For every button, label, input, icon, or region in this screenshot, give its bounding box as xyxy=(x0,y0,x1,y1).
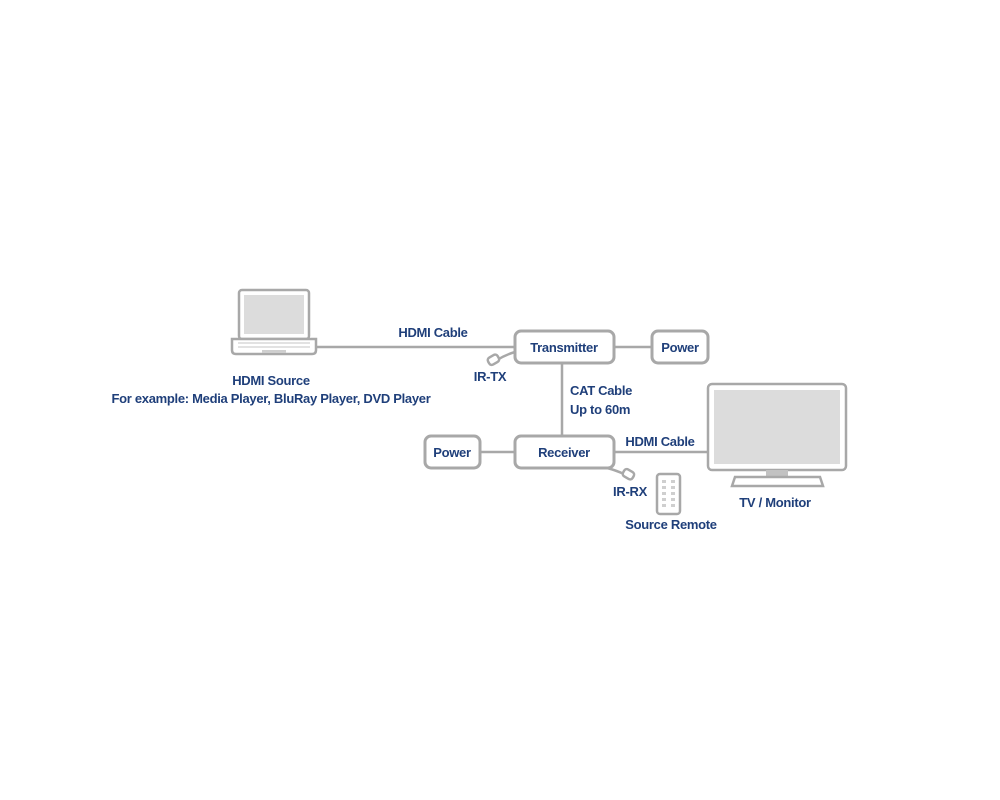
receiver-label: Receiver xyxy=(538,445,590,460)
hdmi-source-subtitle: For example: Media Player, BluRay Player… xyxy=(112,391,431,406)
remote-control-icon xyxy=(655,472,682,516)
laptop-icon xyxy=(230,288,318,356)
receiver-power-box: Power xyxy=(423,434,482,470)
hdmi-cable-label-source: HDMI Cable xyxy=(398,325,467,340)
ir-rx-sensor-icon xyxy=(621,467,636,481)
tv-monitor-icon xyxy=(706,382,848,488)
transmitter-power-label: Power xyxy=(661,340,699,355)
cat-cable-label-line2: Up to 60m xyxy=(570,402,630,417)
transmitter-power-box: Power xyxy=(650,329,710,365)
hdmi-source-title: HDMI Source xyxy=(232,373,310,388)
ir-rx-label: IR-RX xyxy=(613,484,648,499)
transmitter-label: Transmitter xyxy=(530,340,598,355)
ir-tx-sensor-icon xyxy=(486,353,501,367)
cat-cable-label-line1: CAT Cable xyxy=(570,383,632,398)
tv-monitor-label: TV / Monitor xyxy=(739,495,811,510)
receiver-box: Receiver xyxy=(513,434,616,470)
transmitter-box: Transmitter xyxy=(513,329,616,365)
source-remote-label: Source Remote xyxy=(625,517,717,532)
ir-tx-label: IR-TX xyxy=(474,369,507,384)
hdmi-cable-label-display: HDMI Cable xyxy=(625,434,694,449)
receiver-power-label: Power xyxy=(433,445,471,460)
